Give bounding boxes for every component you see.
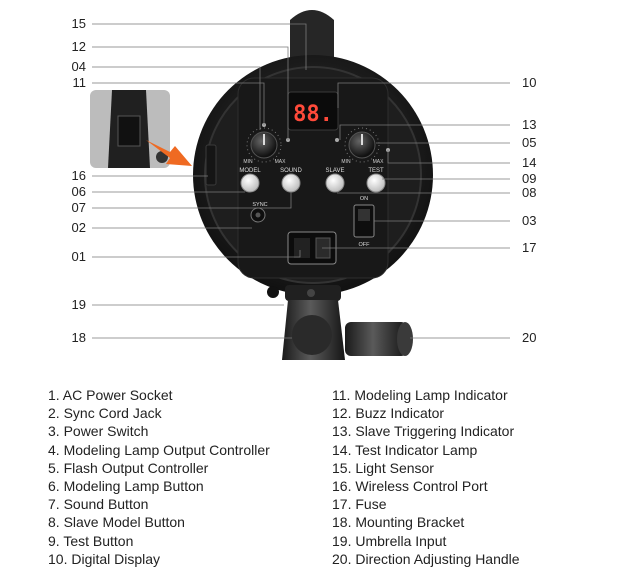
callout-19: 19 — [72, 297, 86, 312]
modeling-lamp-output-controller[interactable] — [246, 127, 282, 163]
legend-item: 9. Test Button — [48, 532, 134, 549]
legend-item: 11. Modeling Lamp Indicator — [332, 387, 508, 403]
inset-arrow — [146, 140, 192, 166]
sync-label: SYNC — [252, 202, 267, 208]
callout-20: 20 — [522, 330, 536, 345]
control-panel — [237, 77, 389, 279]
callout-09: 09 — [522, 171, 536, 186]
legend-item: 15. Light Sensor — [332, 459, 434, 476]
wireless-port-inset — [90, 90, 170, 168]
flash-output-controller[interactable] — [344, 127, 380, 163]
leader-lines — [92, 23, 510, 339]
legend-item: 20. Direction Adjusting Handle — [332, 550, 520, 567]
min-label-right: MIN — [341, 159, 351, 165]
callout-15: 15 — [72, 16, 86, 31]
legend-item: 7. Sound Button — [48, 496, 149, 513]
legend-item: 8. Slave Model Button — [48, 514, 185, 531]
callout-16: 16 — [72, 168, 86, 183]
legend-item: 12. Buzz Indicator — [332, 405, 445, 422]
sound-button[interactable] — [281, 173, 301, 193]
legend-item: 14. Test Indicator Lamp — [332, 441, 478, 458]
callout-07: 07 — [72, 200, 86, 215]
max-label-right: MAX — [373, 159, 385, 165]
callout-03: 03 — [522, 213, 536, 228]
legend-item: 1. AC Power Socket — [48, 387, 173, 403]
legend-item: 4. Modeling Lamp Output Controller — [48, 441, 270, 458]
callout-13: 13 — [522, 117, 536, 132]
max-label-left: MAX — [275, 159, 287, 165]
callout-02: 02 — [72, 220, 86, 235]
callout-17: 17 — [522, 240, 536, 255]
legend-item: 13. Slave Triggering Indicator — [332, 423, 515, 440]
slave-button-label: SLAVE — [326, 168, 345, 174]
legend-item: 3. Power Switch — [48, 423, 149, 440]
model-button-label: MODEL — [239, 168, 261, 174]
legend-item: 18. Mounting Bracket — [332, 514, 465, 531]
callout-04: 04 — [72, 59, 86, 74]
test-button-label: TEST — [368, 168, 384, 174]
legend-item: 10. Digital Display — [48, 550, 161, 567]
legend-item: 16. Wireless Control Port — [332, 478, 488, 495]
callout-11: 11 — [73, 75, 87, 90]
wireless-control-port[interactable] — [205, 144, 217, 186]
direction-adjusting-handle[interactable] — [345, 322, 407, 356]
callout-10: 10 — [522, 75, 536, 90]
min-label-left: MIN — [243, 159, 253, 165]
slave-triggering-indicator — [335, 138, 339, 142]
on-label: ON — [360, 196, 368, 202]
callout-18: 18 — [72, 330, 86, 345]
callout-06: 06 — [72, 184, 86, 199]
off-label: OFF — [359, 242, 371, 248]
legend-item: 6. Modeling Lamp Button — [48, 478, 204, 495]
legend-item: 5. Flash Output Controller — [48, 459, 209, 476]
slave-model-button[interactable] — [325, 173, 345, 193]
callout-14: 14 — [522, 155, 536, 170]
sound-button-label: SOUND — [280, 168, 302, 174]
callout-01: 01 — [72, 249, 86, 264]
display-digits: 88. — [293, 102, 333, 127]
test-button[interactable] — [366, 173, 386, 193]
legend-left-column: 1. AC Power Socket 2. Sync Cord Jack 3. … — [48, 386, 270, 568]
legend-item: 17. Fuse — [332, 496, 387, 513]
legend-item: 19. Umbrella Input — [332, 532, 447, 549]
legend-item: 2. Sync Cord Jack — [48, 405, 162, 422]
callout-05: 05 — [522, 135, 536, 150]
callout-12: 12 — [72, 39, 86, 54]
callout-08: 08 — [522, 185, 536, 200]
modeling-lamp-button[interactable] — [240, 173, 260, 193]
legend-right-column: 11. Modeling Lamp Indicator 12. Buzz Ind… — [332, 386, 520, 568]
